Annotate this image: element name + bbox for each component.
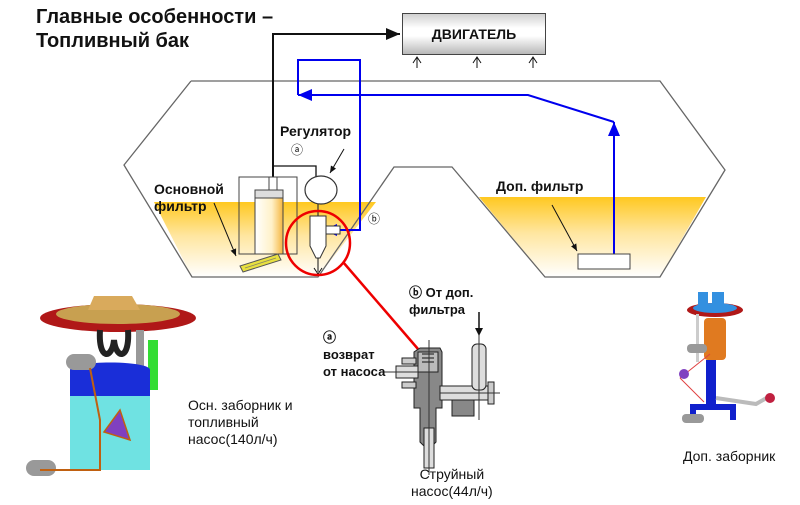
pump-return-label: ⓐ возврат от насоса (323, 329, 385, 380)
pump-return-line-2: от насоса (323, 364, 386, 379)
return-line-upper (298, 89, 615, 123)
marker-b: ⓑ (368, 212, 381, 226)
title-line-2: Топливный бак (36, 30, 190, 52)
supply-line (272, 28, 400, 190)
regulator (304, 175, 338, 205)
jet-pump-schematic (309, 215, 341, 275)
aux-module-caption: Доп. заборник (683, 448, 776, 464)
jet-pump-caption-line-2: насос(44л/ч) (411, 483, 493, 499)
main-module-caption: Осн. заборник и топливный насос(140л/ч) (188, 397, 293, 448)
regulator-label: Регулятор (280, 123, 352, 139)
tank-outline (123, 80, 726, 278)
main-filter-label-line-2: фильтр (154, 198, 207, 214)
aux-filter (577, 253, 631, 270)
pump-return-marker: ⓐ (323, 330, 337, 345)
page-title: Главные особенности – Топливный бак (36, 5, 273, 53)
aux-filter-label: Доп. фильтр (496, 178, 584, 194)
regulator-pointer (329, 148, 345, 174)
from-aux-filter-label: ⓑ От доп. фильтра (409, 284, 473, 318)
from-aux-filter-arrow (475, 312, 483, 336)
title-line-1: Главные особенности – (36, 6, 274, 28)
jet-pump-highlight-circle (284, 209, 352, 277)
from-aux-filter-line-2: фильтра (409, 302, 466, 317)
jet-pump-caption-line-1: Струйный (419, 466, 485, 482)
main-module-caption-line-1: Осн. заборник и (188, 397, 293, 413)
engine-label: ДВИГАТЕЛЬ (431, 26, 517, 42)
main-pump-module-illustration (26, 296, 196, 476)
aux-filter-pointer (551, 204, 578, 252)
main-module-caption-line-3: насос(140л/ч) (188, 431, 278, 447)
pump-return-line-1: возврат (323, 347, 375, 362)
main-filter-pointer (213, 202, 237, 257)
engine-injector-arrows (412, 56, 538, 68)
regulator-feed-line (273, 165, 317, 178)
main-module-caption-line-2: топливный (188, 414, 259, 430)
fuel-level-right (479, 197, 706, 277)
main-filter-label: Основной фильтр (154, 181, 224, 215)
main-pump-nozzle (268, 176, 278, 191)
main-pump-cylinder (254, 197, 284, 255)
jet-pump-cutaway (380, 318, 500, 475)
aux-pickup-module-illustration (679, 292, 775, 423)
jet-pump-highlight-leader (342, 261, 419, 350)
main-pump-cap (254, 189, 284, 199)
main-filter-strainer (239, 253, 282, 273)
engine-block: ДВИГАТЕЛЬ (402, 13, 546, 55)
main-filter-label-line-1: Основной (154, 181, 224, 197)
marker-a: ⓐ (291, 143, 304, 157)
jet-pump-caption: Струйный насос(44л/ч) (411, 466, 493, 500)
from-aux-filter-line-1: ⓑ От доп. (409, 285, 474, 300)
